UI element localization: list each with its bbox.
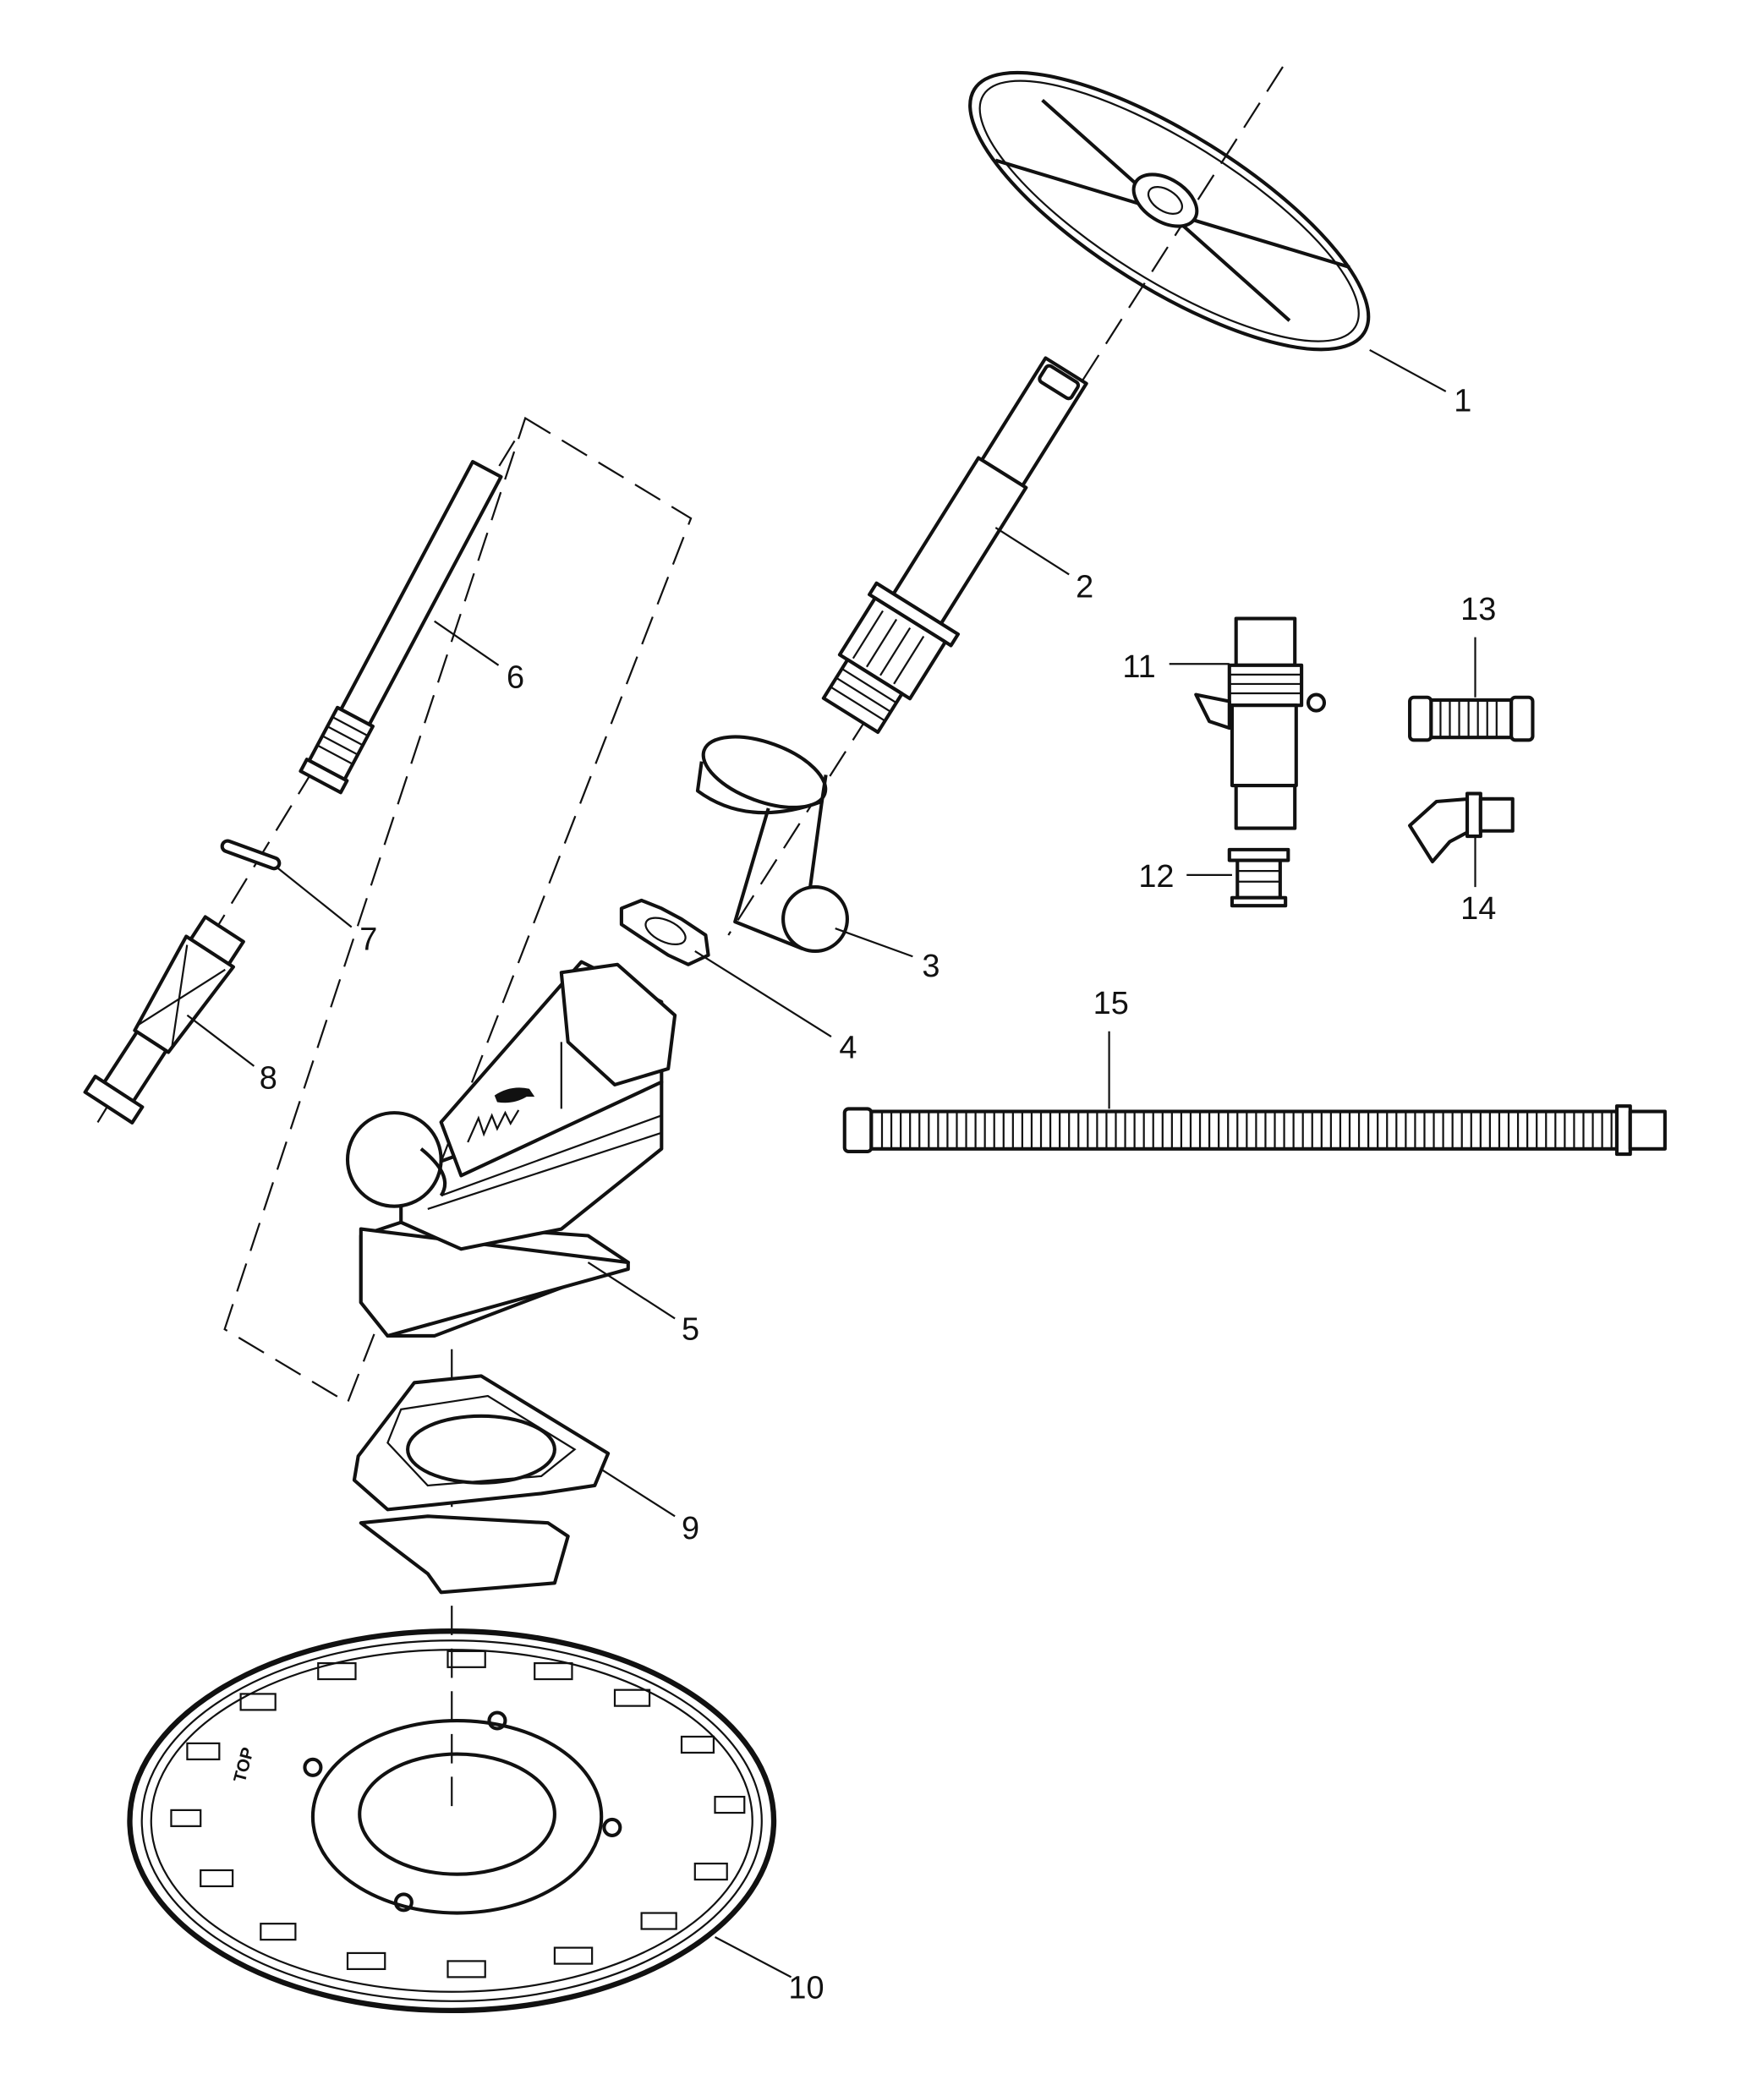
callout-8: 8 — [260, 1061, 277, 1097]
callout-13: 13 — [1460, 592, 1496, 627]
callout-10: 10 — [788, 1971, 824, 2006]
part-4-diaphragm — [619, 898, 710, 966]
disc-marking-top: TOP — [230, 1745, 258, 1784]
callout-7: 7 — [359, 922, 377, 957]
part-13-hose-connector — [1408, 695, 1535, 742]
part-10-disc: TOP — [127, 1628, 777, 2014]
logo-dolphin-icon — [494, 1087, 535, 1103]
part-15-hose — [842, 1104, 1667, 1157]
callout-9: 9 — [682, 1511, 699, 1546]
logo-wahoo-script — [467, 1109, 520, 1143]
callout-3: 3 — [922, 949, 940, 984]
part-7-pin — [220, 839, 282, 871]
part-9-ring — [352, 1374, 611, 1595]
part-5-body — [345, 960, 677, 1338]
callout-12: 12 — [1138, 859, 1174, 895]
callout-5: 5 — [682, 1312, 699, 1348]
callout-4: 4 — [839, 1030, 857, 1065]
part-11-regulator — [1194, 616, 1327, 830]
part-14-elbow — [1408, 791, 1515, 864]
part-12-adapter — [1227, 847, 1290, 908]
part-2-tube — [821, 356, 1088, 735]
callout-2: 2 — [1076, 569, 1093, 605]
leader-lines — [186, 348, 1476, 1978]
part-3-clip-float — [695, 735, 849, 954]
callout-1: 1 — [1454, 384, 1471, 419]
assembly-group-outline — [223, 416, 693, 1404]
part-8-valve — [83, 915, 245, 1125]
part-1-wheel — [968, 70, 1371, 352]
callout-6: 6 — [507, 660, 524, 696]
part-6-tube — [299, 460, 503, 795]
callout-11: 11 — [1122, 649, 1155, 685]
callout-14: 14 — [1460, 891, 1496, 927]
callout-15: 15 — [1093, 986, 1129, 1021]
callout-labels: 1 2 3 4 5 6 7 8 9 10 11 12 13 14 15 — [260, 384, 1497, 2006]
